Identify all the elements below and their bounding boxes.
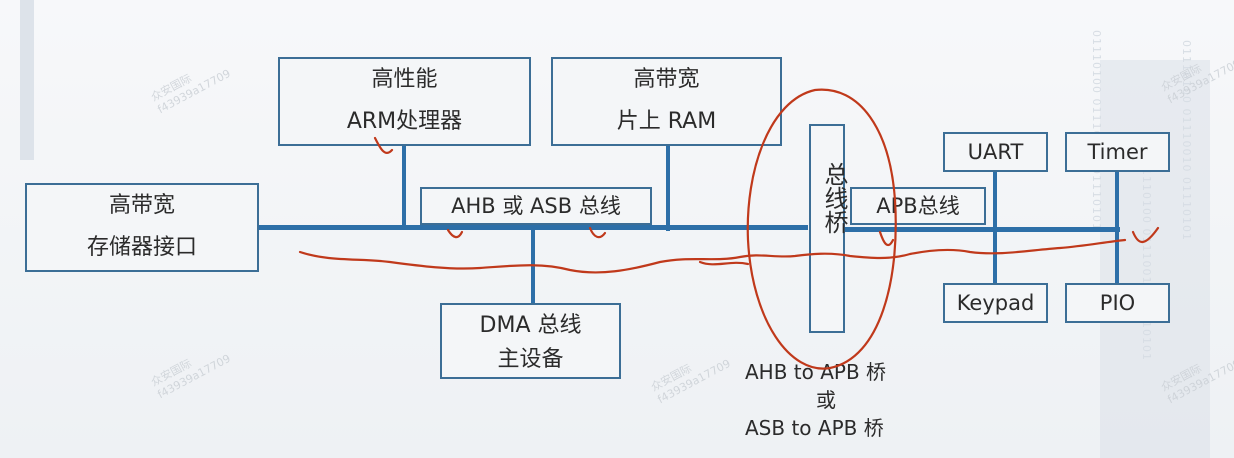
background-binary-1: 01110100 01110010 01110101: [1090, 30, 1103, 231]
bus-bridge-box: 总线桥: [809, 124, 848, 333]
ink-tick-arm: [373, 136, 394, 154]
ink-tick-end: [1131, 226, 1160, 244]
uart-keypad-connector: [993, 172, 997, 288]
timer-box: Timer: [1065, 132, 1170, 172]
arm-connector: [402, 143, 406, 229]
dma-connector: [531, 227, 535, 306]
dma-master-line2: 主设备: [497, 347, 564, 372]
memory-interface-line2: 存储器接口: [86, 235, 197, 260]
memory-interface-box: 高带宽 存储器接口: [25, 183, 259, 272]
uart-label: UART: [967, 140, 1024, 164]
on-chip-ram-line2: 片上 RAM: [616, 109, 717, 134]
keypad-box: Keypad: [943, 283, 1048, 323]
ahb-bus-label: AHB 或 ASB 总线: [451, 194, 621, 218]
pio-label: PIO: [1099, 291, 1136, 315]
arm-processor-line2: ARM处理器: [346, 109, 463, 134]
bridge-caption-line1: AHB to APB 桥: [745, 360, 887, 384]
arm-processor-line1: 高性能: [371, 67, 438, 92]
ink-underline-squiggle: [298, 238, 1127, 274]
dma-master-box: DMA 总线 主设备: [440, 303, 621, 379]
bridge-caption-line2: 或: [816, 388, 836, 412]
ram-connector: [666, 145, 670, 231]
bus-bridge-label: 总线桥: [820, 162, 848, 234]
ink-wave-mid: [698, 260, 750, 266]
keypad-label: Keypad: [956, 291, 1035, 315]
apb-bus-label-box: APB总线: [850, 187, 986, 225]
on-chip-ram-box: 高带宽 片上 RAM: [551, 57, 782, 146]
ink-tick-apb: [878, 230, 895, 247]
memory-interface-line1: 高带宽: [108, 193, 175, 218]
pio-box: PIO: [1065, 283, 1170, 323]
on-chip-ram-line1: 高带宽: [633, 67, 700, 92]
background-binary-2: 01110100 01110010 01110101: [1180, 40, 1193, 241]
apb-bus-label: APB总线: [876, 194, 960, 218]
uart-box: UART: [943, 132, 1048, 172]
background-arrow-left: [20, 0, 34, 160]
ink-tick-ahb-2: [588, 226, 607, 239]
timer-label: Timer: [1087, 140, 1148, 164]
ink-tick-ahb-1: [446, 228, 464, 239]
ahb-bus-label-box: AHB 或 ASB 总线: [420, 187, 652, 225]
arm-processor-box: 高性能 ARM处理器: [278, 57, 531, 146]
ink-bridge-loop: [746, 88, 897, 370]
bridge-caption-line3: ASB to APB 桥: [745, 416, 884, 440]
apb-bus-line: [845, 227, 1120, 232]
timer-pio-connector: [1115, 170, 1119, 288]
dma-master-line1: DMA 总线: [479, 313, 582, 338]
